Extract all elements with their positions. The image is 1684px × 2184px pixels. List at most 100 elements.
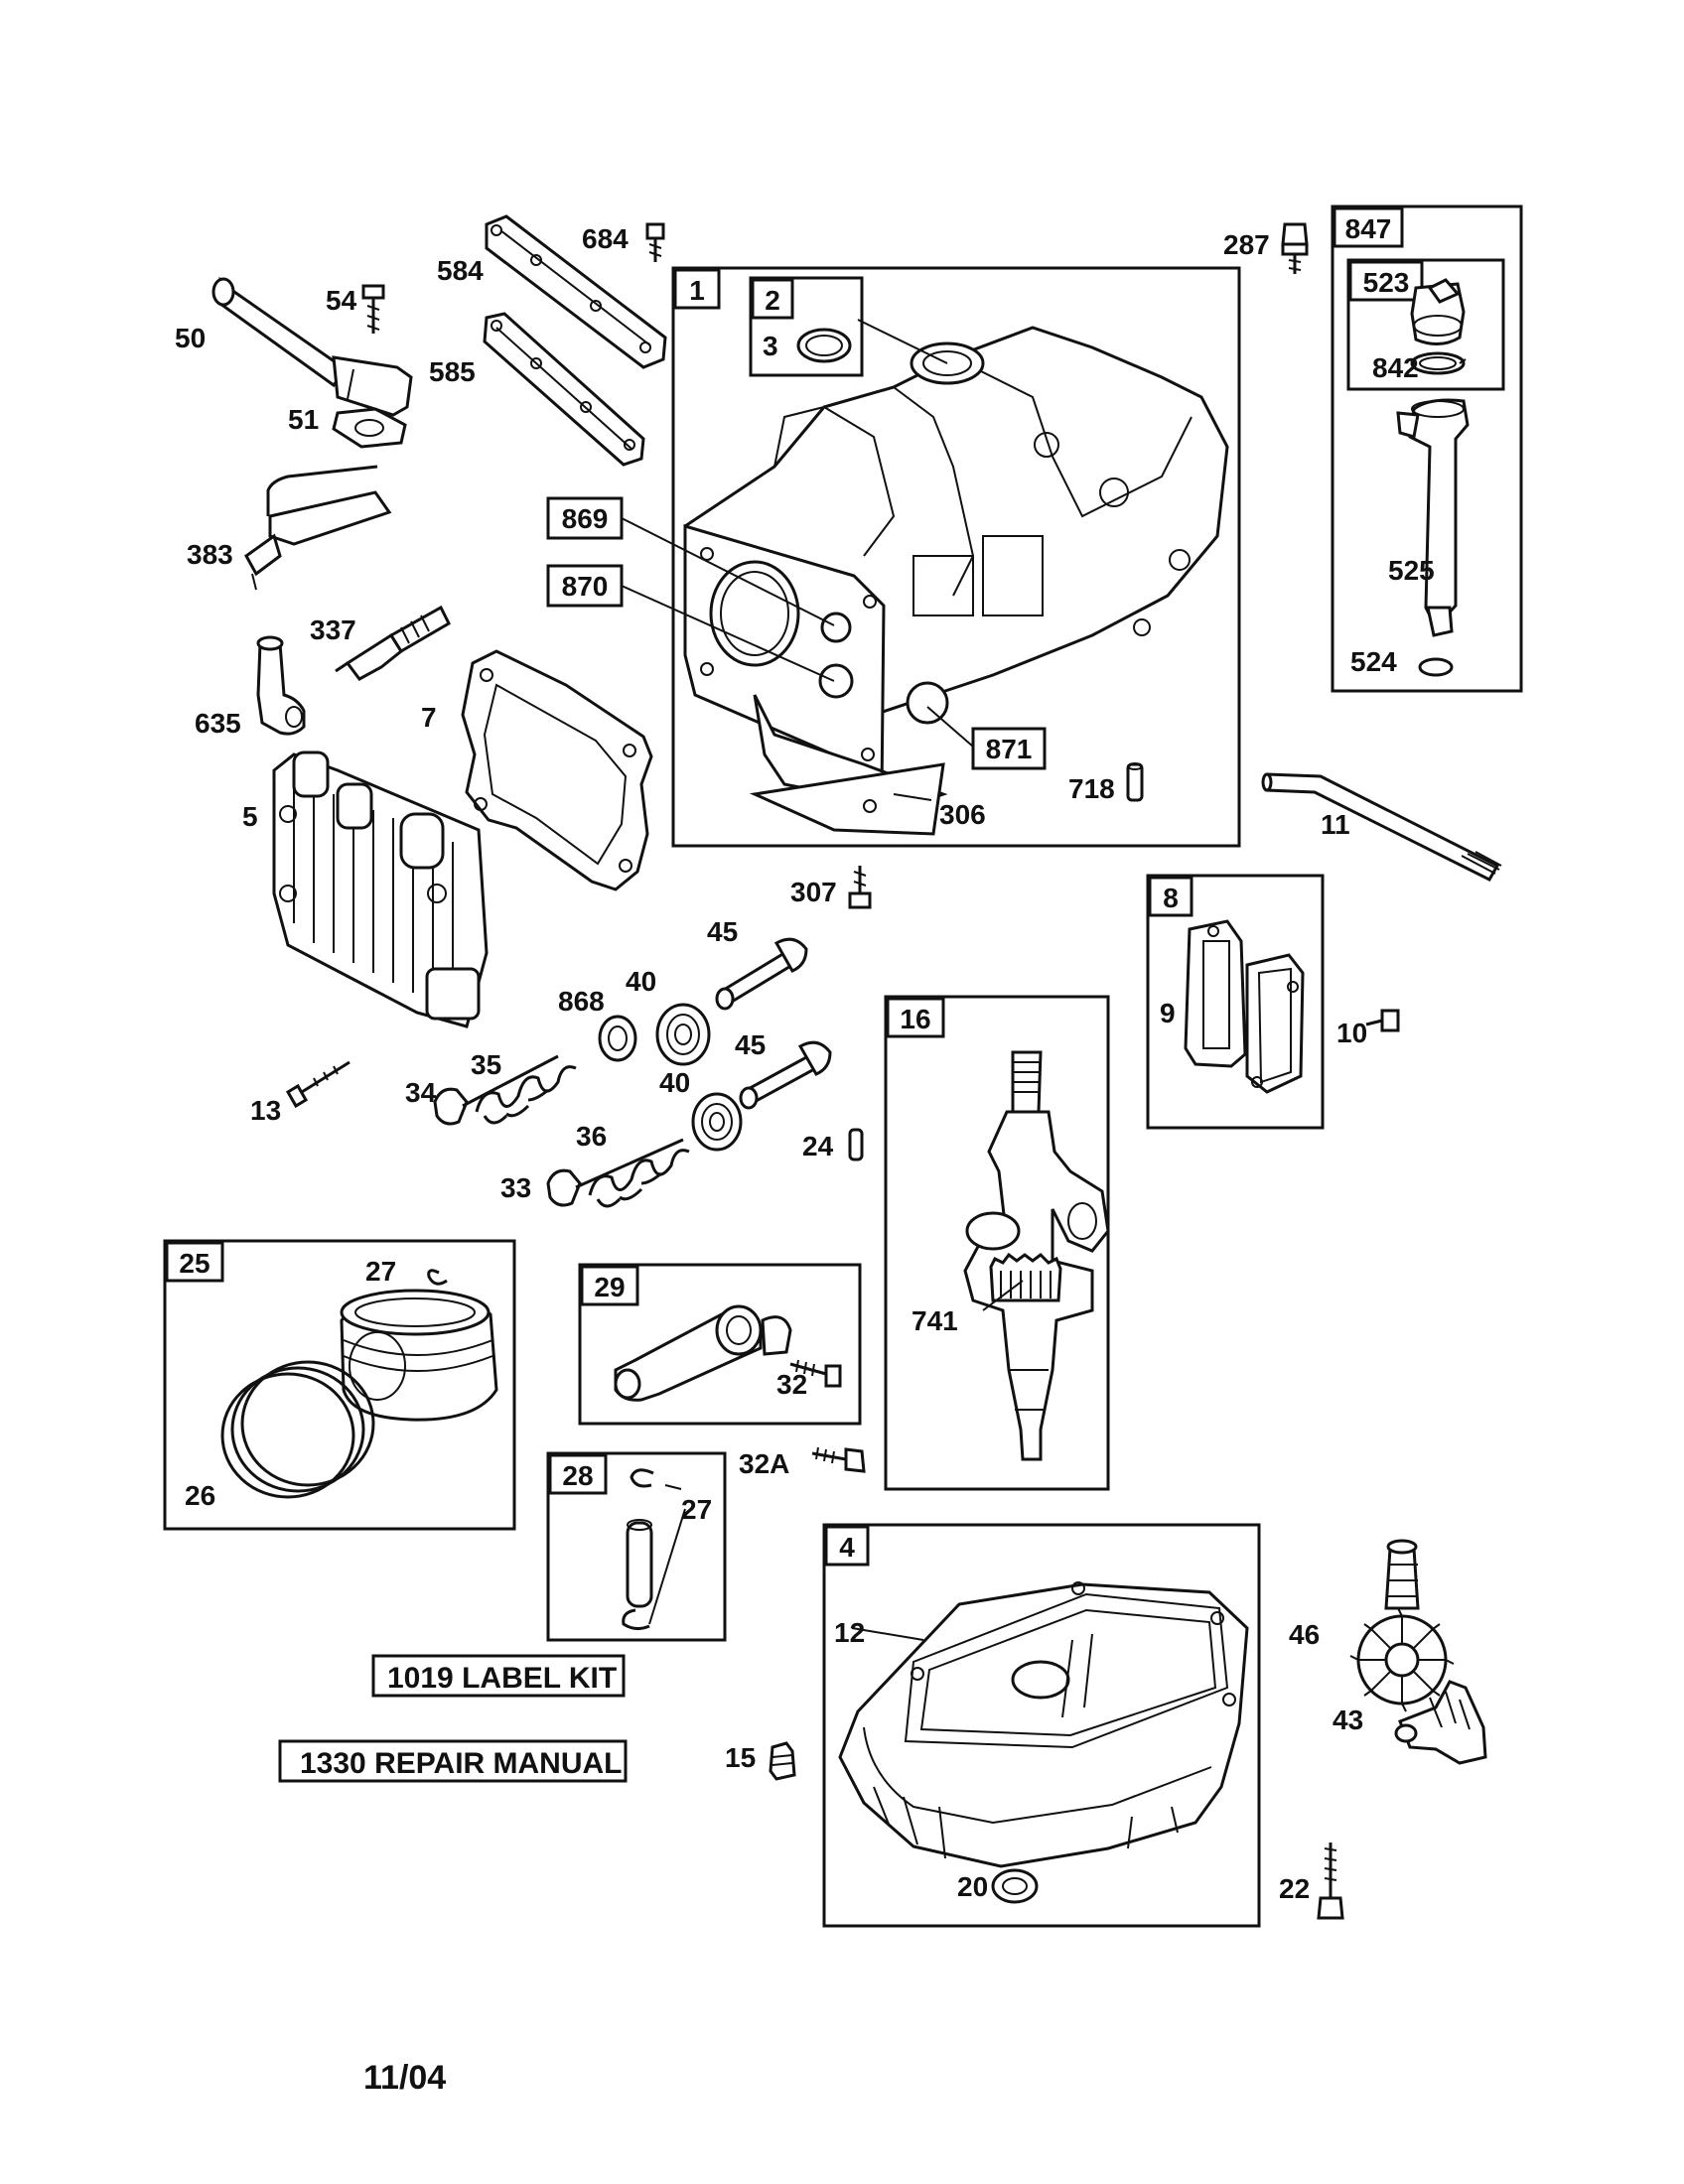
- spring-icon: [475, 1065, 577, 1125]
- label-40-lower: 40: [659, 1067, 690, 1098]
- seal-icon: [796, 328, 852, 363]
- gasket-icon: [1184, 919, 1247, 1068]
- box-num-847-text: 847: [1345, 213, 1392, 244]
- dipstick-tube-icon: [1261, 772, 1502, 882]
- repair-manual-text: 1330 REPAIR MANUAL: [300, 1747, 623, 1780]
- valve-lifter-icon: [739, 1040, 832, 1110]
- box-num-2: 2: [751, 278, 794, 320]
- box-num-2-text: 2: [765, 285, 780, 316]
- clip-icon: [427, 1269, 448, 1286]
- box-num-1-text: 1: [689, 275, 705, 306]
- label-34: 34: [405, 1077, 437, 1108]
- label-11: 11: [1321, 809, 1350, 840]
- frame-4: [822, 1523, 1261, 1928]
- screw-icon: [789, 1359, 842, 1388]
- label-635: 635: [195, 708, 241, 739]
- label-9: 9: [1160, 998, 1176, 1028]
- label-kit-text: 1019 LABEL KIT: [387, 1662, 617, 1695]
- spark-plug-boot-icon: [256, 635, 306, 736]
- gasket-icon: [485, 214, 667, 369]
- box-num-8: 8: [1148, 876, 1193, 917]
- wrist-pin-icon: [626, 1519, 653, 1608]
- box-num-871-text: 871: [986, 734, 1033, 764]
- screw-icon: [285, 1060, 351, 1109]
- spring-icon: [588, 1149, 690, 1208]
- frame-1: [671, 266, 1241, 848]
- box-num-869-text: 869: [562, 503, 609, 534]
- sump-icon: [838, 1581, 1249, 1868]
- breather-tube-icon: [211, 276, 413, 417]
- clip-icon: [622, 1468, 654, 1631]
- box-num-1: 1: [673, 268, 721, 310]
- label-718: 718: [1068, 773, 1115, 804]
- piston-icon: [340, 1289, 498, 1422]
- box-num-29-text: 29: [594, 1272, 625, 1302]
- box-num-8-text: 8: [1163, 883, 1179, 913]
- dipstick-icon: [1396, 278, 1470, 637]
- frame-29: [578, 1263, 862, 1426]
- label-51: 51: [288, 404, 319, 435]
- label-337: 337: [310, 614, 356, 645]
- label-40-upper: 40: [626, 966, 656, 997]
- label-45-upper: 45: [707, 916, 738, 947]
- label-842: 842: [1372, 352, 1419, 383]
- spark-plug-icon: [335, 605, 451, 681]
- box-num-16: 16: [886, 997, 945, 1038]
- valve-icon: [433, 1054, 559, 1126]
- repair-manual-box: 1330 REPAIR MANUAL: [278, 1739, 628, 1783]
- label-22: 22: [1279, 1873, 1310, 1904]
- screw-icon: [1317, 1843, 1344, 1920]
- box-num-28: 28: [548, 1453, 608, 1495]
- dowel-pin-icon: [1126, 762, 1144, 802]
- label-32a: 32A: [739, 1448, 789, 1479]
- drain-plug-icon: [769, 1741, 796, 1781]
- label-46: 46: [1289, 1619, 1320, 1650]
- governor-icon: [1394, 1680, 1487, 1765]
- seal-icon: [598, 1015, 637, 1062]
- label-20: 20: [957, 1871, 988, 1902]
- o-ring-icon: [1418, 657, 1454, 677]
- label-26: 26: [185, 1480, 215, 1511]
- gasket-icon: [461, 649, 653, 891]
- gasket-icon: [332, 407, 407, 449]
- connecting-rod-icon: [614, 1304, 792, 1402]
- gasket-icon: [483, 312, 645, 467]
- box-num-871: 871: [971, 727, 1047, 770]
- box-num-16-text: 16: [900, 1004, 930, 1034]
- frame-25: [163, 1239, 516, 1531]
- label-50: 50: [175, 323, 206, 353]
- gear-icon: [1349, 1539, 1455, 1712]
- label-33: 33: [500, 1172, 531, 1203]
- box-num-4-text: 4: [839, 1532, 855, 1563]
- retainer-icon: [691, 1092, 743, 1152]
- label-383: 383: [187, 539, 233, 570]
- label-12: 12: [834, 1617, 865, 1648]
- leader-lines: [621, 319, 1467, 1641]
- box-num-847: 847: [1333, 206, 1404, 248]
- label-524: 524: [1350, 646, 1397, 677]
- label-43: 43: [1333, 1705, 1363, 1735]
- box-num-523: 523: [1348, 260, 1424, 302]
- box-num-870-text: 870: [562, 571, 609, 602]
- label-684: 684: [582, 223, 629, 254]
- label-584: 584: [437, 255, 484, 286]
- dowel-pin-icon: [848, 1128, 864, 1161]
- frame-847: [1331, 205, 1523, 693]
- footer-date: 11/04: [363, 2059, 446, 2097]
- label-54: 54: [326, 285, 357, 316]
- label-45-lower: 45: [735, 1029, 766, 1060]
- label-32: 32: [776, 1369, 807, 1400]
- box-num-523-text: 523: [1363, 267, 1410, 298]
- label-15: 15: [725, 1742, 756, 1773]
- label-27-wrist: 27: [681, 1494, 712, 1525]
- label-35: 35: [471, 1049, 501, 1080]
- boxed-numbers: 1 2 869 870 871 847 523 8 16 25 29 28 4: [165, 206, 1424, 1567]
- label-24: 24: [802, 1131, 834, 1161]
- box-num-29: 29: [580, 1265, 639, 1306]
- screw-icon: [848, 866, 872, 909]
- seal-icon: [991, 1868, 1039, 1904]
- cylinder-block-icon: [683, 326, 1229, 836]
- valve-cover-icon: [1245, 953, 1305, 1094]
- frame-8: [1146, 874, 1325, 1130]
